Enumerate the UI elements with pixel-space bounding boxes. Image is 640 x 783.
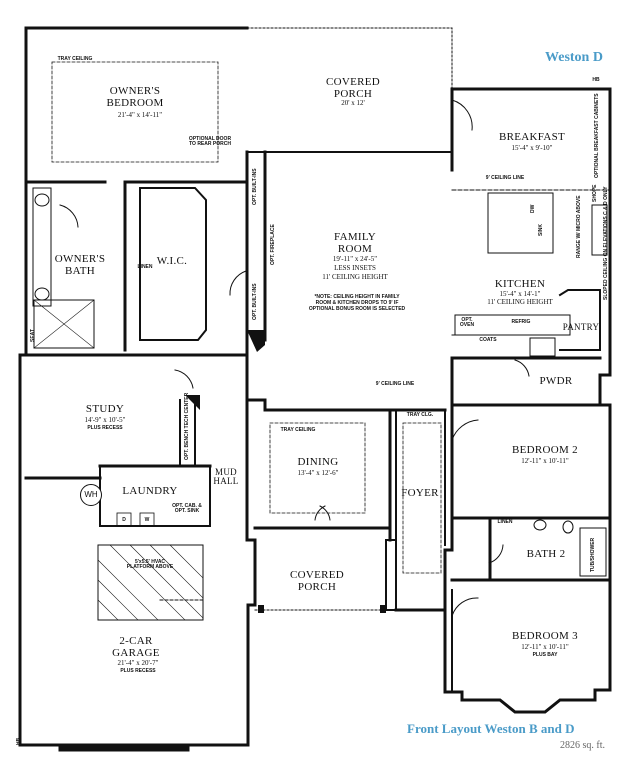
study-dims: 14'-9" x 10'-5"	[84, 416, 126, 424]
bedroom3-name: BEDROOM 3	[512, 630, 578, 642]
tray-ceiling-owner	[51, 61, 219, 163]
kitchen-sub1: 11' CEILING HEIGHT	[487, 298, 553, 306]
bedroom3-dims: 12'-11" x 10'-11"	[521, 643, 569, 651]
kitchen-name: KITCHEN	[494, 278, 546, 290]
ceiling-line-top: 9' CEILING LINE	[485, 175, 525, 181]
owners-bedroom-dims: 21'-4" x 14'-11"	[117, 111, 163, 119]
hb-top: HB	[592, 77, 600, 83]
bedroom2-dims: 12'-11" x 10'-11"	[521, 457, 569, 465]
breakfast-dims: 15'-4" x 9'-10"	[511, 144, 553, 152]
owners-bath-name: OWNER'S BATH	[54, 253, 106, 277]
wic-name: W.I.C.	[156, 255, 188, 267]
optional-door-label: OPTIONAL DOOR TO REAR PORCH	[188, 136, 232, 148]
garage-dims: 21'-4" x 20'-7"	[117, 659, 159, 667]
family-room-sub1: LESS INSETS	[334, 264, 376, 272]
linen-owner: LINEN	[137, 264, 153, 270]
square-feet: 2826 sq. ft.	[560, 740, 605, 751]
front-porch-name: COVERED PORCH	[289, 569, 345, 593]
coats-label: COATS	[479, 337, 497, 343]
bedroom3-sub1: PLUS BAY	[532, 652, 558, 658]
rear-porch-dims: 20' x 12'	[341, 99, 365, 107]
family-room-name: FAMILY ROOM	[333, 231, 377, 255]
tray-clg-foyer: TRAY CLG.	[406, 412, 434, 418]
hb-bottom: HB	[16, 737, 22, 745]
rear-porch-name: COVERED PORCH	[325, 76, 381, 100]
range-label: RANGE W/ MICRO ABOVE	[576, 195, 582, 258]
opt-cab-sink: OPT. CAB. & OPT. SINK	[172, 503, 202, 515]
dryer-label: D	[122, 517, 126, 523]
tray-ceiling-dining: TRAY CEILING	[280, 427, 316, 433]
seat-label: SEAT	[30, 329, 36, 342]
washer-label: W	[144, 517, 150, 523]
opt-oven-label: OPT. OVEN	[459, 317, 475, 329]
sink-label: SINK	[538, 224, 544, 236]
ceiling-line-mid: 9' CEILING LINE	[375, 381, 415, 387]
study-name: STUDY	[85, 403, 125, 415]
laundry-name: LAUNDRY	[122, 485, 178, 497]
garage-name: 2-CAR GARAGE	[112, 635, 160, 659]
family-room-sub2: 11' CEILING HEIGHT	[322, 273, 388, 281]
hvac-label: 5'x5.5' HVAC PLATFORM ABOVE	[126, 559, 174, 571]
breakfast-name: BREAKFAST	[498, 131, 566, 143]
exterior-wall-top-right	[443, 87, 612, 714]
shope-top: SHOPE	[592, 184, 598, 202]
opt-built-ins-top: OPT. BUILT-INS	[252, 168, 258, 205]
exterior-wall	[18, 26, 257, 747]
opt-bench: OPT. BENCH TECH CENTER	[184, 392, 190, 460]
pwdr-name: PWDR	[539, 375, 573, 387]
pantry-name: PANTRY	[562, 322, 600, 332]
tub-shower: TUB/SHOWER	[590, 537, 596, 572]
bath2-name: BATH 2	[526, 548, 566, 560]
dining-dims: 13'-4" x 12'-6"	[297, 469, 339, 477]
plan-title: Weston D	[545, 50, 603, 65]
opt-breakfast-cabinets: OPTIONAL BREAKFAST CABINETS	[594, 93, 600, 178]
study-sub1: PLUS RECESS	[87, 425, 123, 431]
foyer-name: FOYER	[401, 487, 439, 499]
refrig-label: REFRIG	[511, 319, 531, 325]
family-room-dims: 19'-11" x 24'-5"	[332, 255, 378, 263]
owners-bedroom-name: OWNER'S BEDROOM	[106, 85, 164, 109]
opt-fireplace: OPT. FIREPLACE	[270, 224, 276, 265]
tray-ceiling-label: TRAY CEILING	[57, 56, 93, 62]
opt-built-ins-bot: OPT. BUILT-INS	[252, 283, 258, 320]
sloped-ceiling: SLOPED CEILING ON ELEVATIONS C & D ONLY	[603, 186, 609, 300]
rear-porch-edge	[246, 27, 453, 90]
garage-sub1: PLUS RECESS	[120, 668, 156, 674]
mud-hall-name: MUD HALL	[213, 467, 239, 487]
layout-title: Front Layout Weston B and D	[407, 721, 575, 736]
linen-bath2: LINEN	[497, 519, 513, 525]
bedroom2-name: BEDROOM 2	[512, 444, 578, 456]
dw-label: DW	[530, 204, 536, 213]
ceiling-note: *NOTE: CEILING HEIGHT IN FAMILY ROOM & K…	[308, 294, 406, 312]
water-heater-icon: WH	[80, 484, 102, 506]
kitchen-dims: 15'-4" x 14'-1"	[499, 290, 541, 298]
dining-name: DINING	[297, 456, 339, 468]
